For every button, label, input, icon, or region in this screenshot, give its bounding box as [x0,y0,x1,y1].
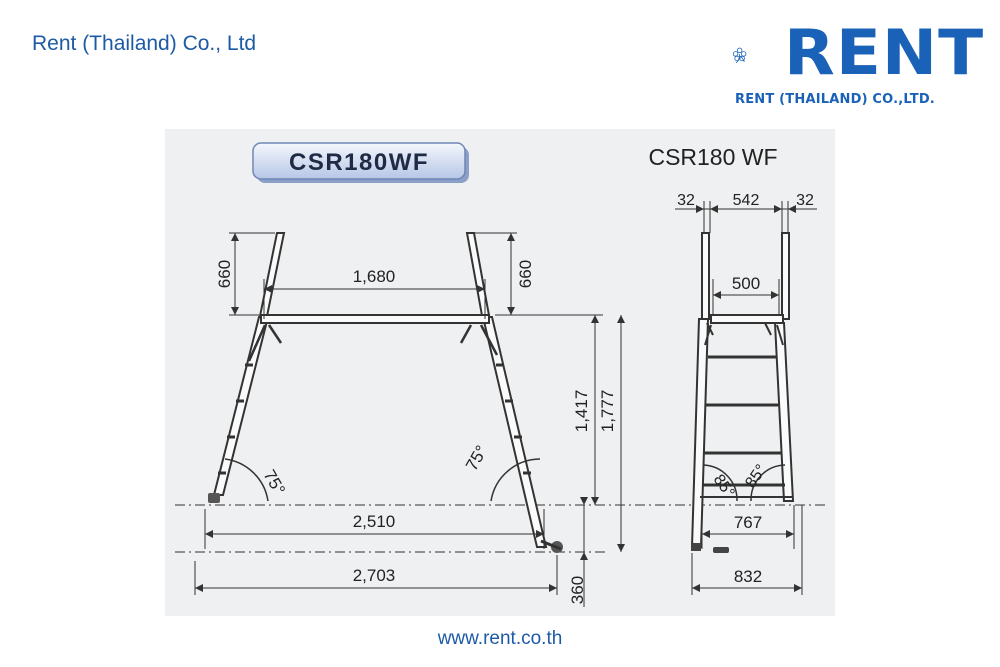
diagram-panel: CSR180WF CSR180 WF [165,129,835,616]
model-badge: CSR180WF [252,142,469,183]
front-overall-height: 1,777 [598,390,617,433]
logo-subtitle: RENT (THAILAND) CO.,LTD. [735,92,935,107]
flower-logo-icon [732,47,747,63]
company-name: Rent (Thailand) Co., Ltd [32,32,257,55]
front-base-width: 2,510 [353,512,396,531]
front-top-extension-left: 660 [215,260,234,288]
side-view-title: CSR180 WF [648,144,777,170]
front-top-span: 1,680 [353,267,396,286]
side-top-middle: 542 [733,192,760,209]
front-platform-height: 1,417 [572,390,591,433]
logo-wordmark: RENT [784,15,985,90]
side-overall-depth: 832 [734,567,762,586]
website-url[interactable]: www.rent.co.th [437,628,563,649]
front-angle-left-label: 75° [260,467,289,499]
badge-label: CSR180WF [289,149,429,176]
front-view: 75° 75° [194,232,625,607]
side-angle-right-label: 85° [742,462,770,492]
front-wheel-drop: 360 [568,576,587,604]
side-base-depth: 767 [734,513,762,532]
side-view: 85° 85° [675,192,817,595]
front-top-extension-right: 660 [516,260,535,288]
side-top-left: 32 [677,192,695,209]
side-platform-width: 500 [732,274,760,293]
csr180wf-diagram: CSR180WF CSR180 WF [175,142,825,607]
front-overall-width: 2,703 [353,566,396,585]
front-angle-right-label: 75° [462,442,491,474]
side-top-right: 32 [796,192,814,209]
